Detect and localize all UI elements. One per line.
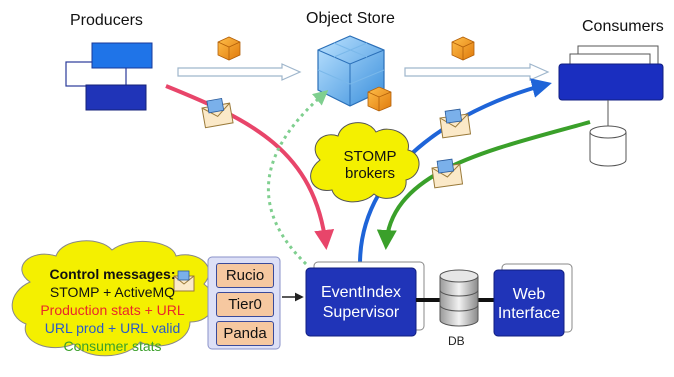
control-line-stomp: STOMP + ActiveMQ [49,284,176,300]
mail-envelope-icon [173,270,195,292]
supervisor-label: EventIndex Supervisor [306,283,416,323]
control-line-production: Production stats + URL [40,302,185,318]
mail-envelope-icon [201,97,234,129]
consumers-icon [558,45,664,128]
hollow-arrow-store-consumers [404,63,550,81]
producers-icon [65,42,153,111]
consumer-stats-flow [376,120,591,250]
db-cylinder-icon [439,269,479,327]
producer-message-flow [165,84,335,250]
source-panda: Panda [216,321,274,346]
source-tier0: Tier0 [216,292,274,317]
mail-envelope-icon [431,158,464,189]
web-label-line1: Web [512,286,546,303]
supervisor-label-line1: EventIndex [320,284,402,301]
stomp-brokers-cloud [310,122,420,203]
object-store-icon [317,35,392,112]
control-line-consumer: Consumer stats [63,338,162,354]
object-cube-icon [451,36,475,61]
stomp-brokers-label: STOMP brokers [330,148,410,182]
consumers-label: Consumers [582,18,664,35]
consumer-url-flow [358,78,552,265]
source-rucio: Rucio [216,263,274,288]
control-messages-title: Control messages: [49,266,176,282]
web-label-line2: Interface [497,305,561,322]
object-store-label: Object Store [306,10,395,27]
web-interface-label: Web Interface [494,285,564,323]
object-cube-icon [217,36,241,61]
db-label: DB [448,334,465,348]
database-icon [589,125,627,167]
mail-envelope-icon [439,108,472,139]
dotted-store-flow [267,90,329,266]
supervisor-label-line2: Supervisor [322,304,400,321]
control-line-url: URL prod + URL valid [44,320,181,336]
stomp-label-line2: brokers [344,165,396,182]
web-interface-box [493,269,565,337]
producers-label: Producers [70,12,143,29]
hollow-arrow-producers-store [177,63,302,81]
stomp-label-line1: STOMP [343,148,397,165]
